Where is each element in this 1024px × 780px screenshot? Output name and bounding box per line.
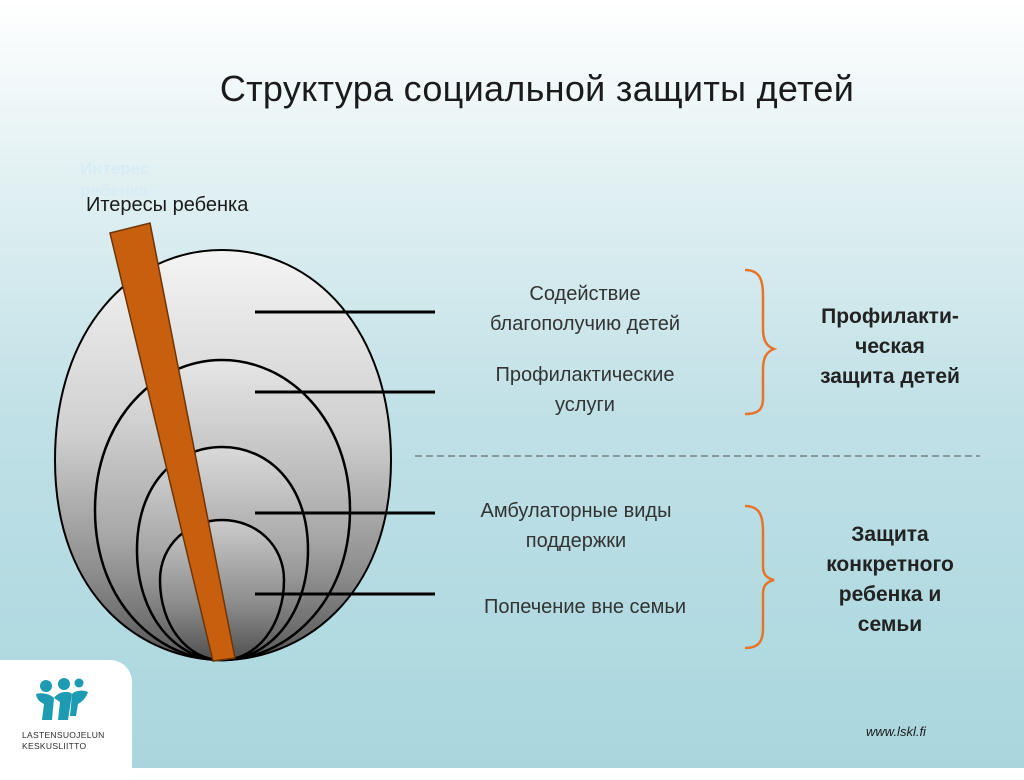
category-specific-child-protection: Защита конкретного ребенка и семьи — [790, 520, 990, 640]
ghost-text-line: ребенка — [80, 181, 148, 200]
people-icon — [36, 678, 88, 720]
category-line: конкретного — [826, 553, 954, 576]
ghost-text-line: Интерес — [80, 159, 150, 178]
level-label-line: Амбулаторные виды — [480, 500, 672, 522]
level-label-out-of-home-care: Попечение вне семьи — [435, 592, 735, 622]
ghost-text: Интерес ребенка — [80, 158, 149, 202]
level-label-line: благополучию детей — [489, 313, 681, 335]
category-line: семьи — [857, 613, 923, 636]
brace-bottom — [744, 504, 775, 650]
level-label-outpatient-support: Амбулаторные виды поддержки — [426, 496, 726, 556]
level-label-line: Профилактические — [495, 364, 675, 386]
category-line: Защита — [851, 523, 929, 546]
logo-text-line: KESKUSLIITTO — [22, 741, 87, 751]
category-line: защита детей — [820, 365, 960, 388]
website-url: www.lskl.fi — [866, 724, 926, 739]
level-label-wellbeing: Содействие благополучию детей — [435, 279, 735, 339]
brace-top — [744, 268, 778, 416]
level-label-line: поддержки — [525, 530, 627, 552]
category-line: ческая — [855, 335, 925, 358]
child-interests-stick — [109, 222, 236, 662]
category-line: Профилакти- — [821, 305, 959, 328]
child-interests-label: Итересы ребенка — [86, 194, 249, 216]
category-preventive-protection: Профилакти- ческая защита детей — [790, 302, 990, 392]
slide-title: Структура социальной защиты детей — [219, 68, 855, 109]
logo-text: LASTENSUOJELUN KESKUSLIITTO — [22, 730, 105, 752]
level-label-line: услуги — [555, 394, 615, 416]
level-label-line: Попечение вне семьи — [483, 596, 687, 618]
category-line: ребенка и — [838, 583, 942, 606]
level-label-preventive-services: Профилактические услуги — [435, 360, 735, 420]
organization-logo: LASTENSUOJELUN KESKUSLIITTO — [0, 660, 132, 780]
level-label-line: Содействие — [529, 283, 641, 305]
logo-text-line: LASTENSUOJELUN — [22, 730, 105, 740]
